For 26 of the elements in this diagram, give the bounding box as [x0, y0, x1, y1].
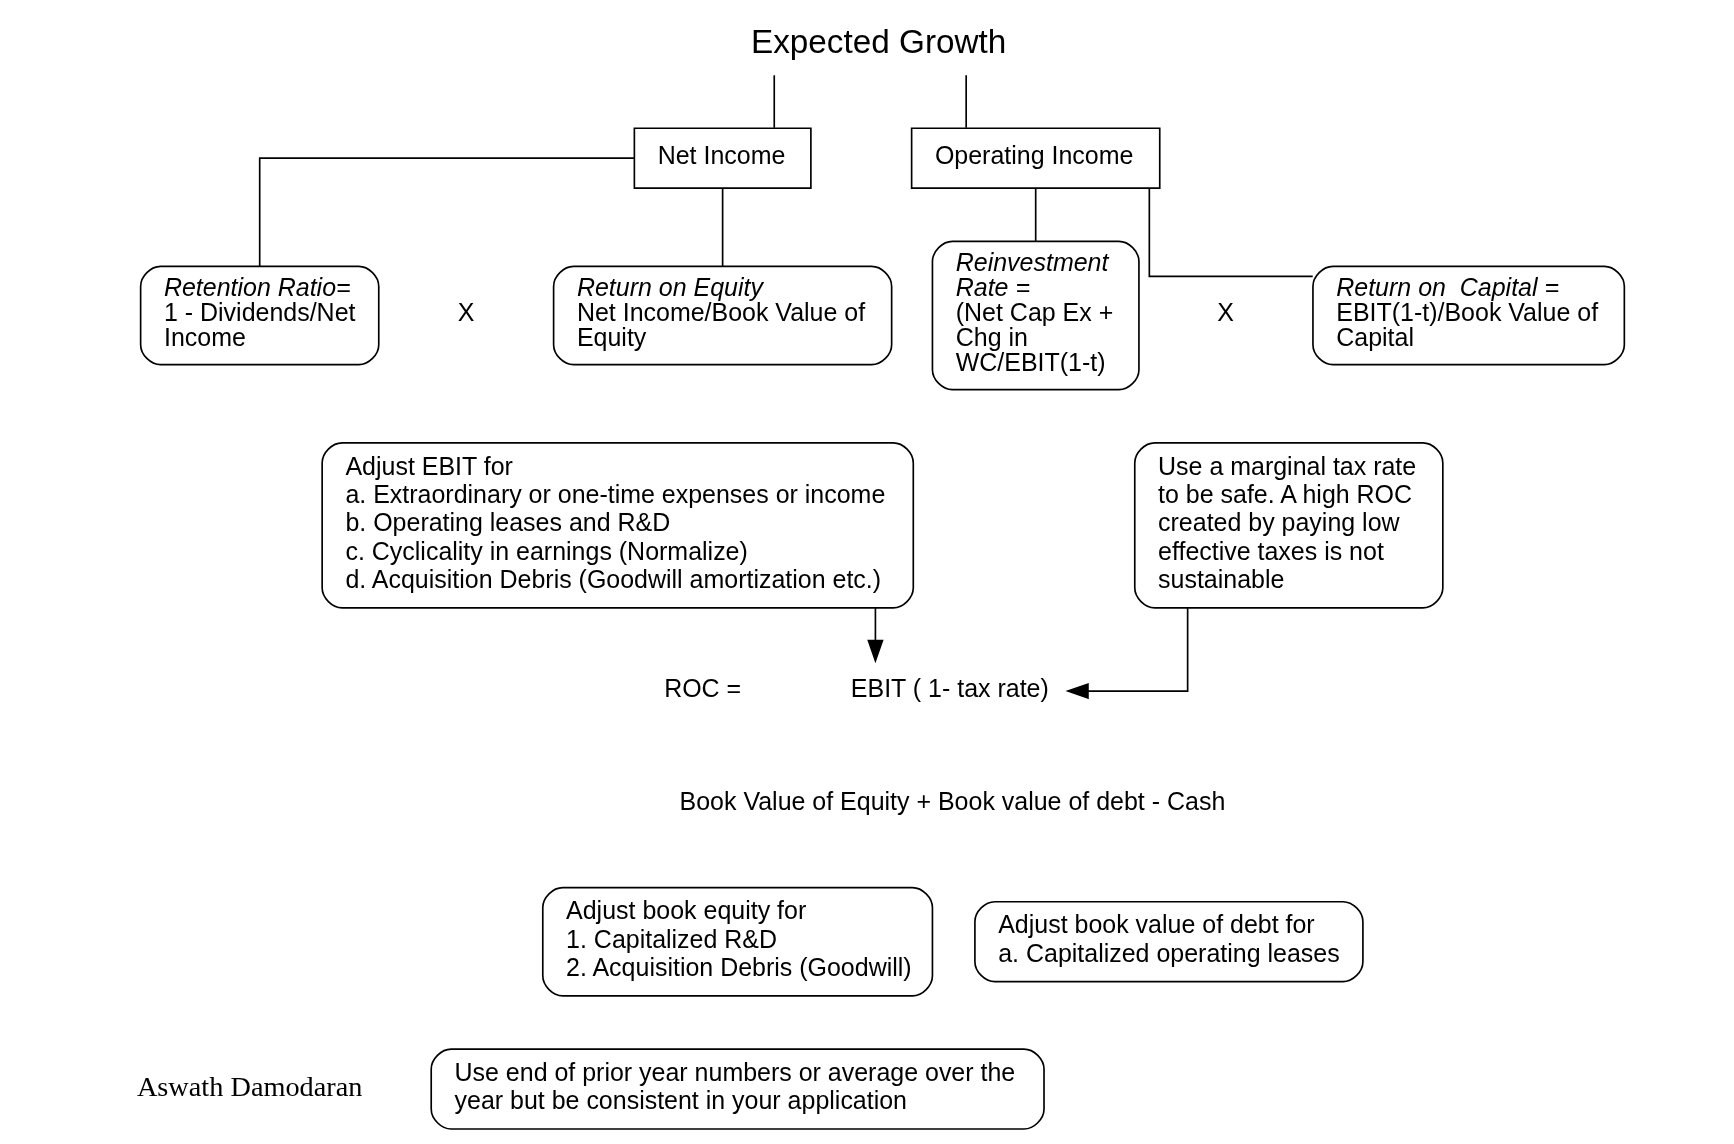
node-box: Retention Ratio= 1 - Dividends/Net Income	[139, 265, 380, 366]
arrow	[866, 607, 884, 664]
node-box: Use a marginal tax rate to be safe. A high ROC created by paying low effective taxes is not sustainable	[1133, 442, 1444, 609]
connector	[772, 74, 775, 129]
connector	[964, 74, 967, 129]
node-text: EBIT ( 1- tax rate)	[850, 673, 1049, 702]
node-box: Return on Capital = EBIT(1-t)/Book Value of Capital	[1311, 265, 1625, 366]
connector	[258, 157, 635, 268]
node-box: Use end of prior year numbers or average over the year but be consistent in your application	[429, 1048, 1045, 1130]
node-text: Expected Growth	[750, 23, 1006, 61]
label: Book Value of Equity + Book value of debt - Cash	[679, 787, 1225, 816]
label: Aswath Damodaran	[136, 1070, 362, 1102]
label: X	[1216, 298, 1234, 327]
connector	[1034, 187, 1037, 242]
node-box: Net Income	[633, 127, 812, 189]
connector	[1148, 187, 1314, 278]
node-box: Adjust book equity for 1. Capitalized R&D 2. Acquisition Debris (Goodwill)	[541, 886, 933, 997]
node-box: Reinvestment Rate = (Net Cap Ex + Chg in WC/EBIT(1-t)	[931, 240, 1140, 391]
connector	[721, 187, 723, 267]
node-box: Adjust book value of debt for a. Capitalized operating leases	[973, 900, 1364, 983]
node-box: Adjust EBIT for a. Extraordinary or one-time expenses or income b. Operating leases and R&D c. Cyclicality in earnings (Normalize) d. Acquisition Debris (Goodwill amortization etc.)	[320, 442, 914, 609]
label: ROC =	[663, 673, 741, 702]
node-box: Operating Income	[910, 127, 1161, 189]
arrow	[1064, 607, 1188, 700]
label: X	[457, 298, 475, 327]
node-box: Return on Equity Net Income/Book Value of Equity	[552, 265, 892, 366]
